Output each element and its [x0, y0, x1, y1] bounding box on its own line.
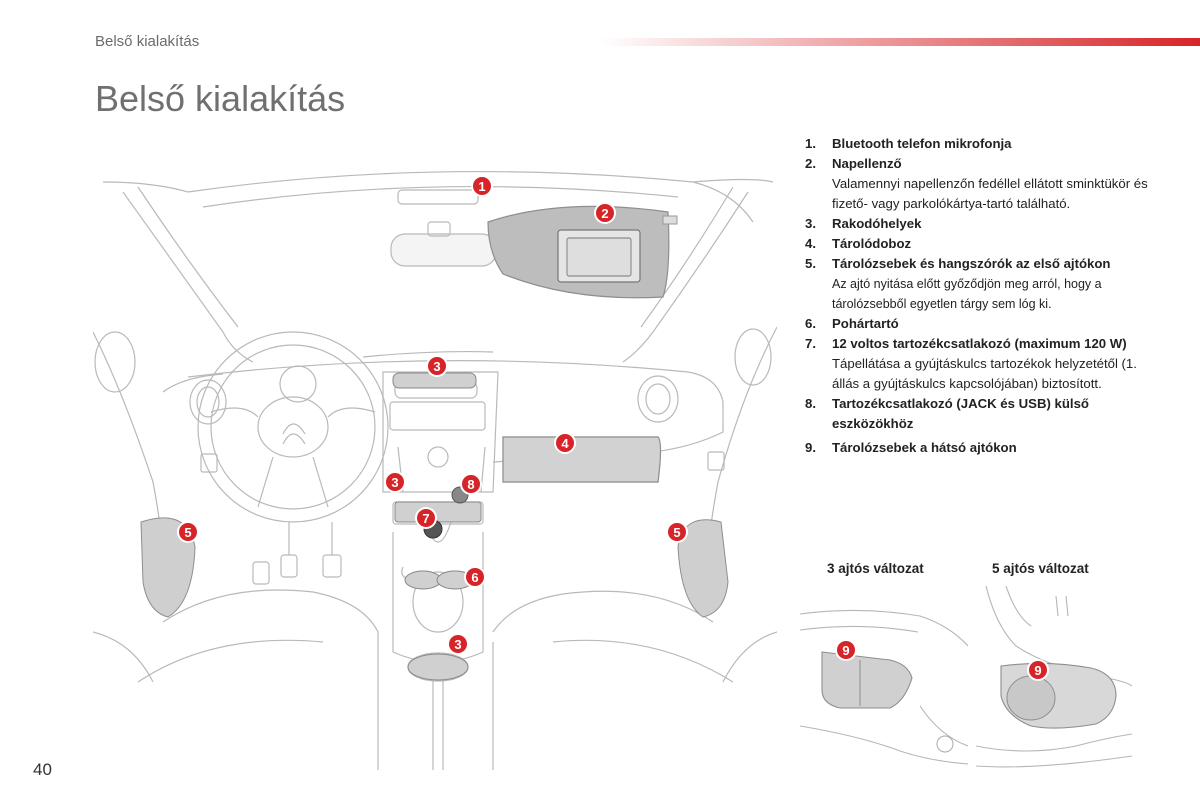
- legend-number: 4.: [805, 236, 816, 251]
- five-door-label: 5 ajtós változat: [992, 561, 1089, 576]
- legend-item-9: 9. Tárolózsebek a hátsó ajtókon: [805, 438, 1150, 458]
- header-accent-bar: [600, 38, 1200, 46]
- svg-text:7: 7: [422, 511, 429, 526]
- marker-9-three-door: 9: [835, 639, 857, 661]
- running-head: Belső kialakítás: [95, 33, 200, 50]
- marker-9-five-door: 9: [1027, 659, 1049, 681]
- legend-number: 5.: [805, 256, 816, 271]
- marker-6: 6: [464, 566, 486, 588]
- legend-title: Tartozékcsatlakozó (JACK és USB) külső e…: [832, 396, 1089, 431]
- legend-list: 1. Bluetooth telefon mikrofonja 2. Napel…: [805, 134, 1150, 458]
- svg-text:6: 6: [471, 570, 478, 585]
- legend-title: 12 voltos tartozékcsatlakozó (maximum 12…: [832, 336, 1127, 351]
- legend-number: 3.: [805, 216, 816, 231]
- legend-item-3: 3. Rakodóhelyek: [805, 214, 1150, 234]
- svg-text:9: 9: [842, 643, 849, 658]
- svg-text:2: 2: [601, 206, 608, 221]
- legend-item-2: 2. Napellenző Valamennyi napellenzőn fed…: [805, 154, 1150, 214]
- legend-item-1: 1. Bluetooth telefon mikrofonja: [805, 134, 1150, 154]
- legend-body: Az ajtó nyitása előtt győződjön meg arró…: [832, 277, 1102, 311]
- legend-number: 1.: [805, 136, 816, 151]
- marker-7: 7: [415, 507, 437, 529]
- svg-text:3: 3: [391, 475, 398, 490]
- svg-text:5: 5: [184, 525, 191, 540]
- page-title: Belső kialakítás: [95, 78, 346, 119]
- legend-number: 7.: [805, 336, 816, 351]
- legend-item-4: 4. Tárolódoboz: [805, 234, 1150, 254]
- svg-text:5: 5: [673, 525, 680, 540]
- legend-body: Tápellátása a gyújtáskulcs tartozékok he…: [832, 356, 1137, 391]
- legend-title: Bluetooth telefon mikrofonja: [832, 136, 1012, 151]
- marker-2: 2: [594, 202, 616, 224]
- marker-8: 8: [460, 473, 482, 495]
- three-door-illustration: 9: [800, 586, 968, 770]
- legend-body: Valamennyi napellenzőn fedéllel ellátott…: [832, 176, 1148, 211]
- five-door-illustration: 9: [976, 586, 1132, 770]
- three-door-label: 3 ajtós változat: [827, 561, 924, 576]
- svg-text:1: 1: [478, 179, 485, 194]
- legend-title: Tárolódoboz: [832, 236, 912, 251]
- marker-3-console: 3: [384, 471, 406, 493]
- legend-item-6: 6. Pohártartó: [805, 314, 1150, 334]
- legend-title: Pohártartó: [832, 316, 899, 331]
- svg-text:9: 9: [1034, 663, 1041, 678]
- legend-number: 6.: [805, 316, 816, 331]
- legend-item-5: 5. Tárolózsebek és hangszórók az első aj…: [805, 254, 1150, 314]
- marker-1: 1: [471, 175, 493, 197]
- interior-illustration: 1 2 3 4 3 8 7 5 5 6 3: [93, 171, 777, 770]
- legend-number: 2.: [805, 156, 816, 171]
- marker-4: 4: [554, 432, 576, 454]
- legend-title: Rakodóhelyek: [832, 216, 922, 231]
- legend-title: Tárolózsebek és hangszórók az első ajtók…: [832, 256, 1111, 271]
- legend-title: Tárolózsebek a hátsó ajtókon: [832, 440, 1017, 455]
- legend-item-7: 7. 12 voltos tartozékcsatlakozó (maximum…: [805, 334, 1150, 394]
- marker-3-tunnel: 3: [447, 633, 469, 655]
- svg-text:4: 4: [561, 436, 569, 451]
- legend-number: 8.: [805, 396, 816, 411]
- marker-3-dash: 3: [426, 355, 448, 377]
- legend-number: 9.: [805, 440, 816, 455]
- marker-5-right: 5: [666, 521, 688, 543]
- legend-title: Napellenző: [832, 156, 902, 171]
- svg-text:3: 3: [454, 637, 461, 652]
- legend-item-8: 8. Tartozékcsatlakozó (JACK és USB) küls…: [805, 394, 1150, 434]
- page-number: 40: [33, 760, 52, 779]
- svg-text:8: 8: [467, 477, 474, 492]
- svg-text:3: 3: [433, 359, 440, 374]
- marker-5-left: 5: [177, 521, 199, 543]
